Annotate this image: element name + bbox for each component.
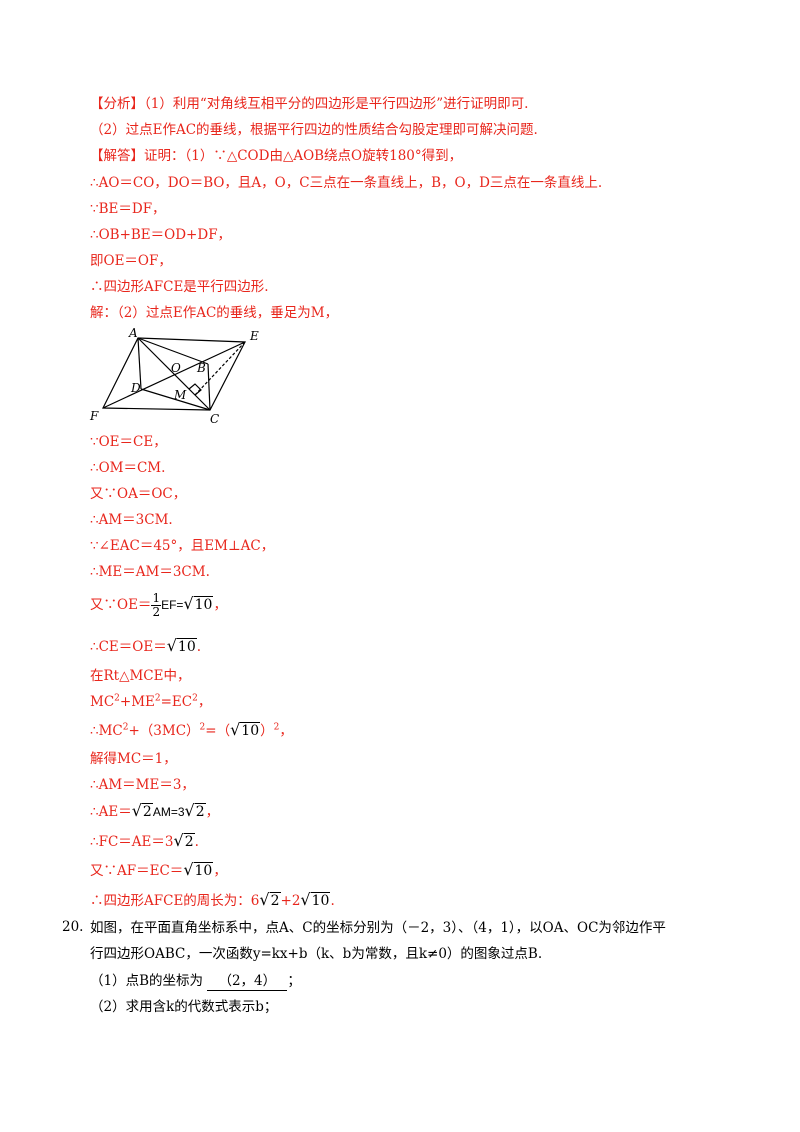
sqrt-2: √2: [184, 801, 206, 820]
solution-line-20: ∴AM＝ME＝3，: [90, 777, 195, 793]
solution-line-1: 【解答】证明：（1）∵△COD由△AOB绕点O旋转180°得到，: [90, 148, 463, 164]
analysis-line-2: （2）过点E作AC的垂线，根据平行四边的性质结合勾股定理即可解决问题.: [90, 122, 538, 138]
solution-line-22: ∴FC＝AE＝3√2.: [90, 831, 199, 850]
solution-line-5: 即OE＝OF，: [90, 253, 172, 269]
label-b: B: [196, 361, 206, 375]
label-d: D: [130, 381, 141, 395]
answer-blank: （2，4）: [207, 972, 288, 991]
label-o: O: [171, 361, 181, 375]
solution-line-11: ∴AM＝3CM.: [90, 512, 173, 528]
solution-line-2: ∴AO＝CO，DO＝BO，且A，O，C三点在一条直线上，B，O，D三点在一条直线…: [90, 175, 603, 191]
sqrt-10: √10: [300, 890, 331, 909]
solution-line-10: 又∵OA＝OC，: [90, 486, 187, 502]
right-angle-mark: [188, 383, 202, 396]
parallelogram-diagram: A E O B D M F C: [89, 326, 259, 426]
solution-line-6: ∴四边形AFCE是平行四边形.: [90, 279, 269, 295]
diagonal-ac: [137, 337, 211, 411]
label-e: E: [249, 329, 259, 343]
solution-line-3: ∵BE＝DF，: [90, 201, 166, 217]
solution-line-7: 解：（2）过点E作AC的垂线，垂足为M，: [90, 305, 339, 321]
analysis-line-1: 【分析】（1）利用“对角线互相平分的四边形是平行四边形”进行证明即可.: [90, 96, 529, 112]
solution-line-21: ∴AE＝√2AM=3√2，: [90, 801, 220, 820]
solution-line-24: ∴四边形AFCE的周长为：6√2+2√10.: [90, 890, 335, 909]
solution-line-19: 解得MC＝1，: [90, 751, 177, 767]
question20-line-2: 行四边形OABC，一次函数y=kx+b（k、b为常数，且k≠0）的图象过点B.: [90, 946, 543, 962]
segment-dc: [140, 388, 211, 411]
solution-line-15: ∴CE＝OE＝√10.: [90, 636, 202, 655]
analysis-tag: 【分析】: [90, 96, 144, 112]
question20-part-1: （1）点B的坐标为 （2，4）；: [90, 972, 301, 991]
segment-ad: [137, 337, 142, 390]
sqrt-2: √2: [173, 831, 195, 850]
solution-line-8: ∵OE＝CE，: [90, 434, 167, 450]
question20-line-1: 如图，在平面直角坐标系中，点A、C的坐标分别为（－2，3）、（4，1），以OA、…: [90, 920, 666, 936]
solution-line-9: ∴OM＝CM.: [90, 460, 166, 476]
segment-bc: [207, 363, 211, 411]
sqrt-2: √2: [259, 890, 281, 909]
question20-part-2: （2）求用含k的代数式表示b；: [90, 999, 278, 1015]
segment-ab: [137, 337, 209, 365]
label-m: M: [173, 388, 187, 402]
diagonal-ef: [102, 341, 246, 409]
solution-line-18: ∴MC2+（3MC）2=（√10）2，: [90, 720, 293, 739]
solution-line-16: 在Rt△MCE中，: [90, 668, 191, 684]
sqrt-10: √10: [166, 636, 197, 655]
label-c: C: [210, 412, 219, 426]
question-number: 20.: [62, 919, 84, 935]
sqrt-2: √2: [131, 801, 153, 820]
solution-line-23: 又∵AF＝EC＝√10，: [90, 860, 227, 879]
sqrt-10: √10: [230, 720, 261, 739]
label-f: F: [89, 409, 99, 423]
solution-line-12: ∵∠EAC＝45°，且EM⊥AC，: [90, 538, 275, 554]
label-a: A: [128, 326, 138, 340]
sqrt-10: √10: [183, 594, 214, 613]
solution-line-4: ∴OB+BE＝OD+DF，: [90, 227, 232, 243]
solution-tag: 【解答】: [90, 148, 144, 164]
sqrt-10: √10: [183, 860, 214, 879]
solution-line-13: ∴ME＝AM＝3CM.: [90, 564, 210, 580]
segment-em: [194, 341, 246, 396]
solution-line-17: MC2+ME2=EC2，: [90, 693, 212, 710]
